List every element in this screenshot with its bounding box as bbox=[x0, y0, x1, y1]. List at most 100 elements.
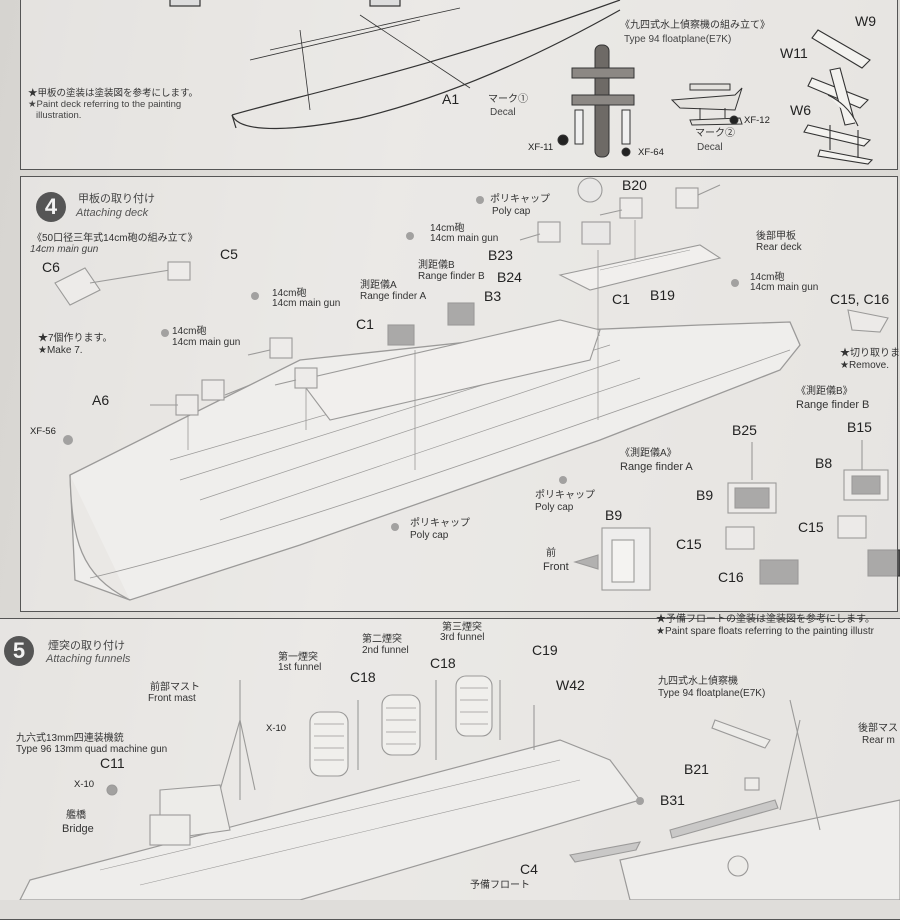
floatplane-3d-view bbox=[803, 29, 874, 165]
mark1-jp: マーク① bbox=[488, 94, 528, 105]
spare-float-note-en: ★Paint spare floats referring to the pai… bbox=[656, 626, 874, 637]
step-number-badge: 4 bbox=[36, 192, 66, 222]
make-count-jp: ★7個作ります。 bbox=[38, 333, 113, 344]
step4-title-en: Attaching deck bbox=[76, 207, 149, 219]
remove-note-en: ★Remove. bbox=[840, 360, 889, 371]
rfb-label-jp: 測距儀B bbox=[418, 260, 455, 271]
funnel1-jp: 第一煙突 bbox=[278, 652, 318, 663]
paint-xf11: XF-11 bbox=[528, 142, 554, 153]
polycap-en-2: Poly cap bbox=[535, 502, 574, 513]
deck-a1-drawing bbox=[169, 0, 621, 130]
deck-paint-note-en: ★Paint deck referring to the painting bbox=[28, 99, 182, 110]
part-c15-b: C15 bbox=[798, 519, 824, 535]
funnel3-jp: 第三煙突 bbox=[442, 622, 482, 633]
bridge-en: Bridge bbox=[62, 823, 94, 835]
floatplane-top-view bbox=[557, 44, 635, 158]
part-w42: W42 bbox=[556, 677, 585, 693]
part-c16: C16 bbox=[718, 569, 744, 585]
mark1-en: Decal bbox=[490, 107, 516, 118]
part-b31: B31 bbox=[660, 792, 685, 808]
machine-gun-jp: 九六式13mm四連装機銃 bbox=[16, 733, 124, 744]
paint-xf56: XF-56 bbox=[30, 426, 56, 437]
part-b19: B19 bbox=[650, 287, 675, 303]
part-b25: B25 bbox=[732, 422, 757, 438]
polycap-jp-1: ポリキャップ bbox=[490, 194, 550, 205]
polycap-en-3: Poly cap bbox=[410, 530, 449, 541]
part-c4: C4 bbox=[520, 861, 538, 877]
part-c15-c16: C15, C16 bbox=[830, 291, 890, 307]
polycap-jp-3: ポリキャップ bbox=[410, 518, 470, 529]
part-c11: C11 bbox=[100, 755, 125, 771]
part-c18-a: C18 bbox=[350, 669, 376, 685]
part-b8: B8 bbox=[815, 455, 833, 471]
rear-deck-jp: 後部甲板 bbox=[756, 231, 796, 242]
rfb-title-jp: 《測距儀B》 bbox=[796, 386, 853, 397]
gun-assembly-title-en: 14cm main gun bbox=[30, 244, 99, 255]
remove-note-jp: ★切り取りま bbox=[840, 348, 900, 359]
gun-label-jp-1: 14cm砲 bbox=[272, 288, 307, 299]
part-b9-a: B9 bbox=[696, 487, 714, 503]
part-b24: B24 bbox=[497, 269, 522, 285]
part-x10-b: X-10 bbox=[74, 779, 95, 790]
rear-deck-en: Rear deck bbox=[756, 242, 802, 253]
paint-xf12: XF-12 bbox=[744, 115, 770, 126]
rfa-label-jp: 測距儀A bbox=[360, 280, 397, 291]
part-c18-b: C18 bbox=[430, 655, 456, 671]
mark2-en: Decal bbox=[697, 142, 723, 153]
spare-float-note-jp: ★予備フロートの塗装は塗装図を参考にします。 bbox=[656, 614, 875, 625]
machine-gun-en: Type 96 13mm quad machine gun bbox=[16, 744, 168, 755]
make-count-en: ★Make 7. bbox=[38, 345, 83, 356]
part-w6: W6 bbox=[790, 102, 811, 118]
part-c15-a: C15 bbox=[676, 536, 702, 552]
floatplane-side-view bbox=[670, 83, 743, 126]
part-b3: B3 bbox=[484, 288, 502, 304]
part-b23: B23 bbox=[488, 247, 513, 263]
gun-label-en-2: 14cm main gun bbox=[172, 337, 241, 348]
front-mast-jp: 前部マスト bbox=[150, 682, 200, 693]
rfa-title-jp: 《測距儀A》 bbox=[620, 448, 677, 459]
paint-xf64: XF-64 bbox=[638, 147, 664, 158]
floatplane-assembly-title-jp: 《九四式水上偵察機の組み立て》 bbox=[620, 20, 770, 31]
gun-label-en-1: 14cm main gun bbox=[272, 298, 341, 309]
part-c1-a: C1 bbox=[356, 316, 374, 332]
gun-label-en-3: 14cm main gun bbox=[430, 233, 499, 244]
polycap-jp-2: ポリキャップ bbox=[535, 490, 595, 501]
step4-title-jp: 甲板の取り付け bbox=[78, 193, 155, 205]
funnel3-en: 3rd funnel bbox=[440, 632, 485, 643]
front-mast-en: Front mast bbox=[148, 693, 196, 704]
step5-panel bbox=[0, 618, 900, 920]
gun-label-jp-2: 14cm砲 bbox=[172, 326, 207, 337]
spare-float-jp: 予備フロート bbox=[470, 880, 530, 891]
part-b20: B20 bbox=[622, 177, 647, 193]
front-en: Front bbox=[543, 561, 569, 573]
part-c6: C6 bbox=[42, 259, 60, 275]
rear-mast-jp: 後部マスト bbox=[858, 723, 900, 734]
rfa-label-en: Range finder A bbox=[360, 291, 427, 302]
bridge-jp: 艦橋 bbox=[66, 810, 86, 821]
part-b9-b: B9 bbox=[605, 507, 623, 523]
gun-label-jp-3: 14cm砲 bbox=[430, 223, 465, 234]
front-jp: 前 bbox=[546, 548, 556, 559]
part-w9: W9 bbox=[855, 13, 876, 29]
step5-title-jp: 煙突の取り付け bbox=[48, 640, 125, 652]
deck-paint-note-jp: ★甲板の塗装は塗装図を参考にします。 bbox=[28, 88, 199, 99]
floatplane-en: Type 94 floatplane(E7K) bbox=[658, 688, 766, 699]
part-b21: B21 bbox=[684, 761, 709, 777]
gun-label-en-4: 14cm main gun bbox=[750, 282, 819, 293]
part-x10-a: X-10 bbox=[266, 723, 287, 734]
floatplane-assembly-title-en: Type 94 floatplane(E7K) bbox=[624, 34, 732, 45]
part-a6: A6 bbox=[92, 392, 110, 408]
part-c19: C19 bbox=[532, 642, 558, 658]
funnel2-en: 2nd funnel bbox=[362, 645, 409, 656]
part-a1: A1 bbox=[442, 91, 460, 107]
funnel1-en: 1st funnel bbox=[278, 662, 322, 673]
part-c5: C5 bbox=[220, 246, 238, 262]
step4-panel bbox=[20, 176, 898, 612]
rfa-title-en: Range finder A bbox=[620, 461, 693, 473]
step3-panel bbox=[20, 0, 898, 170]
rfb-title-en: Range finder B bbox=[796, 399, 870, 411]
deck-paint-note-en-2: illustration. bbox=[36, 110, 82, 121]
floatplane-jp: 九四式水上偵察機 bbox=[658, 676, 738, 687]
funnel2-jp: 第二煙突 bbox=[362, 634, 402, 645]
